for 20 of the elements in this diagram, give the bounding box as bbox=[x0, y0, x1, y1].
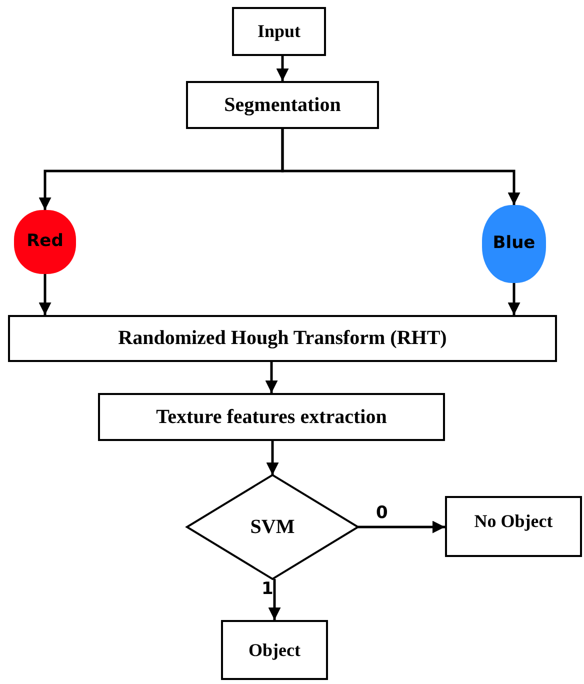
node-label: SVM bbox=[250, 514, 295, 540]
process-box: Texture features extraction bbox=[98, 393, 445, 441]
color-blob: Red bbox=[14, 210, 76, 274]
arrow bbox=[358, 520, 445, 534]
output-box: No Object bbox=[445, 496, 582, 557]
process-box: Randomized Hough Transform (RHT) bbox=[8, 315, 557, 362]
process-box: Segmentation bbox=[186, 81, 379, 129]
output-box: Object bbox=[221, 620, 328, 680]
decision-diamond bbox=[185, 474, 360, 580]
arrow bbox=[266, 441, 279, 475]
arrow bbox=[281, 129, 520, 205]
arrow bbox=[276, 56, 289, 81]
edge-label: 1 bbox=[262, 581, 274, 598]
color-blob: Blue bbox=[482, 205, 546, 283]
arrow bbox=[508, 283, 520, 315]
process-box: Input bbox=[232, 7, 326, 56]
arrow bbox=[38, 274, 52, 315]
edge-label: 0 bbox=[376, 505, 388, 522]
arrow bbox=[268, 579, 281, 620]
arrow bbox=[265, 362, 278, 393]
